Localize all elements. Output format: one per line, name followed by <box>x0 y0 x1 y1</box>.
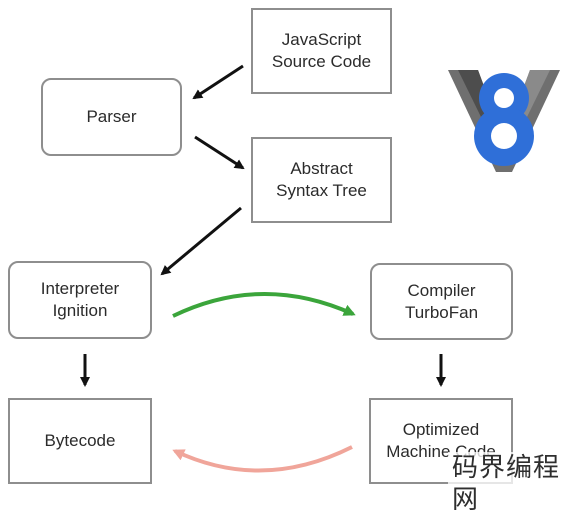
node-label: Bytecode <box>44 431 116 450</box>
arrow-parser-to-ast <box>194 135 245 170</box>
arrow-source-to-parser <box>192 64 244 100</box>
arrow-ast-to-interpreter <box>160 206 242 276</box>
arrow-optimize-green <box>172 292 356 318</box>
node-label: Parser <box>86 107 137 126</box>
watermark: 码界编程网 <box>448 452 581 516</box>
node-js-source-code: JavaScript Source Code <box>251 8 392 94</box>
node-label: Optimized Machine Code <box>386 420 496 461</box>
node-bytecode: Bytecode <box>8 398 152 484</box>
node-label: Abstract Syntax Tree <box>276 159 367 200</box>
node-interpreter-ignition: Interpreter Ignition <box>8 261 152 339</box>
v8-logo-icon <box>448 70 560 172</box>
connector-layer <box>80 64 446 473</box>
node-parser: Parser <box>41 78 182 156</box>
node-label: Interpreter Ignition <box>40 279 120 320</box>
node-label: Compiler TurboFan <box>404 280 479 322</box>
node-compiler-turbofan: Compiler TurboFan <box>370 263 513 340</box>
node-label: JavaScript Source Code <box>271 30 372 71</box>
node-abstract-syntax-tree: Abstract Syntax Tree <box>251 137 392 223</box>
arrow-deoptimize-pink <box>172 445 353 473</box>
